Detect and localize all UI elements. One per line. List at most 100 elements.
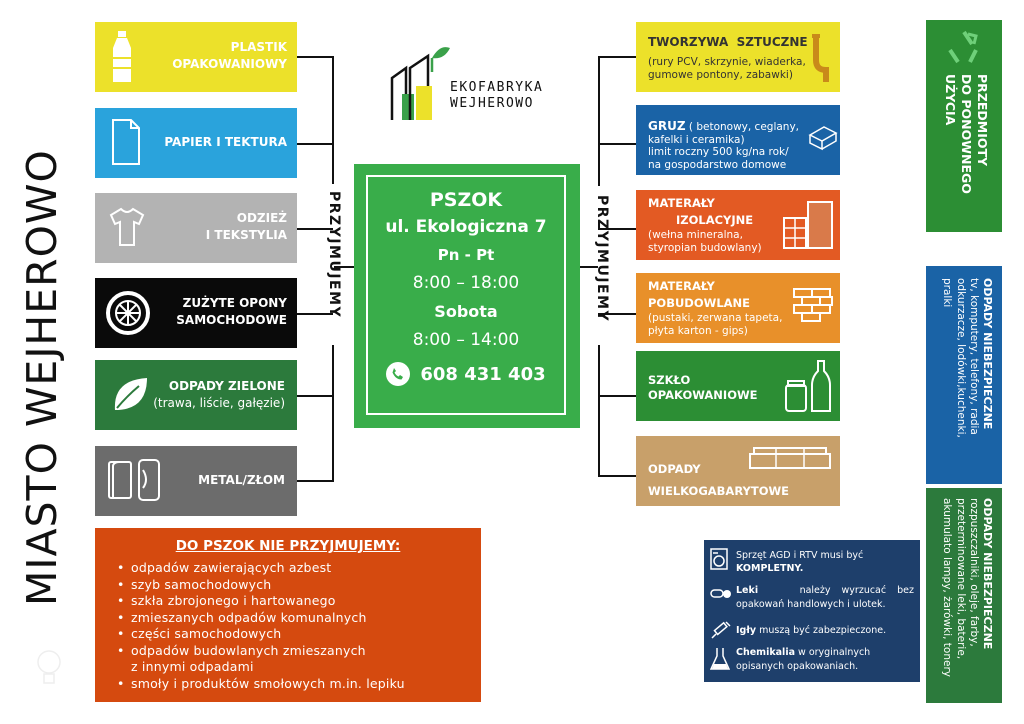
- leaf-icon: [111, 374, 149, 418]
- pszok-hours-weekday: 8:00 – 18:00: [412, 273, 520, 293]
- not-accepted-title: DO PSZOK NIE PRZYJMUJEMY:: [175, 538, 401, 554]
- notes-leki-line2: opakowań handlowych i ulotek.: [736, 599, 886, 610]
- tile-wielkogabarytowe: ODPADY WIELKOGABARYTOWE: [636, 436, 840, 506]
- tile-opony-line1: ZUŻYTE OPONY: [182, 296, 287, 310]
- hazard1-line1: tv, komputery, telefony, radia: [968, 278, 981, 435]
- list-item: szyb samochodowych: [117, 577, 467, 594]
- accept-label-right: PRZYJMUJEMY: [594, 195, 610, 323]
- hazard-box-chemicals: ODPADY NIEBEZPIECZNE rozpuszczalniki, ol…: [926, 488, 1002, 703]
- tile-papier: PAPIER I TEKTURA: [95, 108, 297, 178]
- bottle-icon: [109, 30, 135, 88]
- notes-igly-bold: Igły: [736, 625, 757, 636]
- hazard1-title: ODPADY NIEBEZPIECZNE: [981, 278, 994, 430]
- list-item: odpadów zawierających azbest: [117, 560, 467, 577]
- tile-gruz-detail2: kafelki i ceramika): [648, 133, 745, 146]
- tile-odziez-line2: I TEKSTYLIA: [205, 228, 287, 242]
- tile-szklo-title2: OPAKOWANIOWE: [648, 388, 758, 402]
- pszok-days-weekday: Pn - Pt: [437, 246, 495, 264]
- hazard2-line3: akumulato lampy, żarówki, tonery: [941, 498, 954, 677]
- lightbulb-icon: [34, 648, 64, 690]
- pszok-days-saturday: Sobota: [434, 302, 498, 321]
- notes-igly-rest: muszą być zabezpieczone.: [759, 625, 887, 636]
- can-icon: [107, 456, 165, 508]
- tile-gruz-detail4: na gospodarstwo domowe: [648, 158, 787, 171]
- notes-leki-rest: należy wyrzucać bez: [799, 585, 914, 596]
- tile-plastik-line2: OPAKOWANIOWY: [172, 57, 287, 71]
- tile-gruz-detail3: limit roczny 500 kg/na rok/: [648, 146, 789, 158]
- tile-izolacyjne: MATERAŁY IZOLACYJNE (wełna mineralna, st…: [636, 190, 840, 260]
- pszok-title: PSZOK: [429, 189, 503, 211]
- tile-pobudowlane-title: MATERAŁY: [648, 279, 715, 293]
- tile-tworzywa-detail: (rury PCV, skrzynie, wiaderka,: [648, 56, 806, 68]
- accept-label-left: PRZYJMUJEMY: [326, 191, 342, 319]
- tile-metal-label: METAL/ZŁOM: [198, 473, 285, 487]
- jar-bottle-icon: [784, 359, 836, 419]
- tile-opony-line2: SAMOCHODOWE: [176, 313, 287, 327]
- list-item: smoły i produktów smołowych m.in. lepiku: [117, 676, 467, 693]
- hazard1-line3: pralki: [941, 278, 954, 308]
- flask-icon: [709, 646, 731, 676]
- tile-tworzywa: TWORZYWA SZTUCZNE (rury PCV, skrzynie, w…: [636, 22, 840, 92]
- tile-odziez-line1: ODZIEŻ: [236, 211, 287, 225]
- reuse-line3: UŻYCIA: [943, 74, 958, 126]
- tile-wielkogabarytowe-title2: WIELKOGABARYTOWE: [648, 484, 790, 498]
- tile-izolacyjne-title: MATERAŁY: [648, 196, 715, 210]
- logo-line1: EKOFABRYKA: [450, 80, 544, 95]
- tile-izolacyjne-title2: IZOLACYJNE: [676, 213, 754, 227]
- tile-tworzywa-title: TWORZYWA SZTUCZNE: [648, 35, 808, 49]
- reuse-line2: DO PONOWNEGO: [959, 74, 974, 194]
- city-title: MIASTO WEJHEROWO: [18, 149, 66, 606]
- wall-icon: [792, 287, 834, 327]
- phone-icon: [386, 362, 411, 386]
- pills-icon: [710, 586, 732, 606]
- tile-gruz-title: GRUZ: [648, 119, 686, 133]
- list-item: odpadów budowlanych zmieszanych: [117, 643, 467, 660]
- tile-pobudowlane-title2: POBUDOWLANE: [648, 296, 751, 310]
- notes-leki-bold: Leki: [736, 585, 759, 596]
- bricks-icon: [808, 123, 838, 159]
- list-item: części samochodowych: [117, 626, 467, 643]
- notes-chem-rest: w oryginalnych: [798, 647, 871, 658]
- pipe-icon: [810, 32, 836, 88]
- tile-wielkogabarytowe-title: ODPADY: [648, 462, 701, 476]
- hazard-box-electronics: ODPADY NIEBEZPIECZNE tv, komputery, tele…: [926, 266, 1002, 484]
- notes-chem-bold: Chemikalia: [736, 647, 795, 658]
- washing-machine-icon: [710, 548, 728, 574]
- pszok-hours-saturday: 8:00 – 14:00: [412, 330, 520, 350]
- pszok-info-box: PSZOK ul. Ekologiczna 7 Pn - Pt 8:00 – 1…: [354, 164, 580, 428]
- pszok-phone[interactable]: 608 431 403: [420, 363, 546, 385]
- tile-szklo: SZKŁO OPAKOWANIOWE: [636, 351, 840, 421]
- tile-gruz: GRUZ ( betonowy, ceglany, kafelki i cera…: [636, 105, 840, 175]
- tile-pobudowlane-detail2: płyta karton - gips): [648, 324, 748, 337]
- sofa-icon: [748, 444, 832, 478]
- reuse-line1: PRZEDMIOTY: [975, 74, 990, 167]
- tile-tworzywa-detail2: gumowe pontony, zabawki): [648, 69, 793, 81]
- tire-icon: [105, 290, 151, 340]
- list-item: szkła zbrojonego i hartowanego: [117, 593, 467, 610]
- not-accepted-list: odpadów zawierających azbest szyb samoch…: [117, 560, 467, 692]
- tile-gruz-detail: ( betonowy, ceglany,: [688, 121, 800, 133]
- tile-plastik-line1: PLASTIK: [230, 40, 287, 54]
- not-accepted-box: DO PSZOK NIE PRZYJMUJEMY: odpadów zawier…: [95, 528, 481, 702]
- notes-box: Sprzęt AGD i RTV musi być KOMPLETNY. Lek…: [704, 540, 920, 682]
- tile-odziez: ODZIEŻ I TEKSTYLIA: [95, 193, 297, 263]
- logo-buildings-icon: [390, 47, 450, 120]
- list-item-continuation: z innymi odpadami: [131, 659, 254, 674]
- shirt-icon: [109, 207, 145, 251]
- tile-metal: METAL/ZŁOM: [95, 446, 297, 516]
- tile-zielone: ODPADY ZIELONE (trawa, liście, gałęzie): [95, 360, 297, 430]
- reuse-box: PRZEDMIOTY DO PONOWNEGO UŻYCIA: [926, 20, 1002, 232]
- logo-line2: WEJHEROWO: [450, 96, 534, 111]
- hazard2-line1: rozpuszczalniki, oleje, farby,: [968, 498, 981, 647]
- recycle-icon: [944, 28, 984, 72]
- notes-chem-line2: opisanych opakowaniach.: [736, 661, 859, 672]
- tile-zielone-sub: (trawa, liście, gałęzie): [153, 396, 285, 410]
- pszok-address: ul. Ekologiczna 7: [385, 217, 547, 237]
- hazard2-title: ODPADY NIEBEZPIECZNE: [981, 498, 994, 650]
- document-icon: [111, 118, 141, 170]
- tile-papier-label: PAPIER I TEKTURA: [164, 135, 287, 149]
- tile-pobudowlane: MATERAŁY POBUDOWLANE (pustaki, zerwana t…: [636, 273, 840, 343]
- tile-plastik: PLASTIK OPAKOWANIOWY: [95, 22, 297, 92]
- tile-pobudowlane-detail: (pustaki, zerwana tapeta,: [648, 312, 783, 324]
- tile-opony: ZUŻYTE OPONY SAMOCHODOWE: [95, 278, 297, 348]
